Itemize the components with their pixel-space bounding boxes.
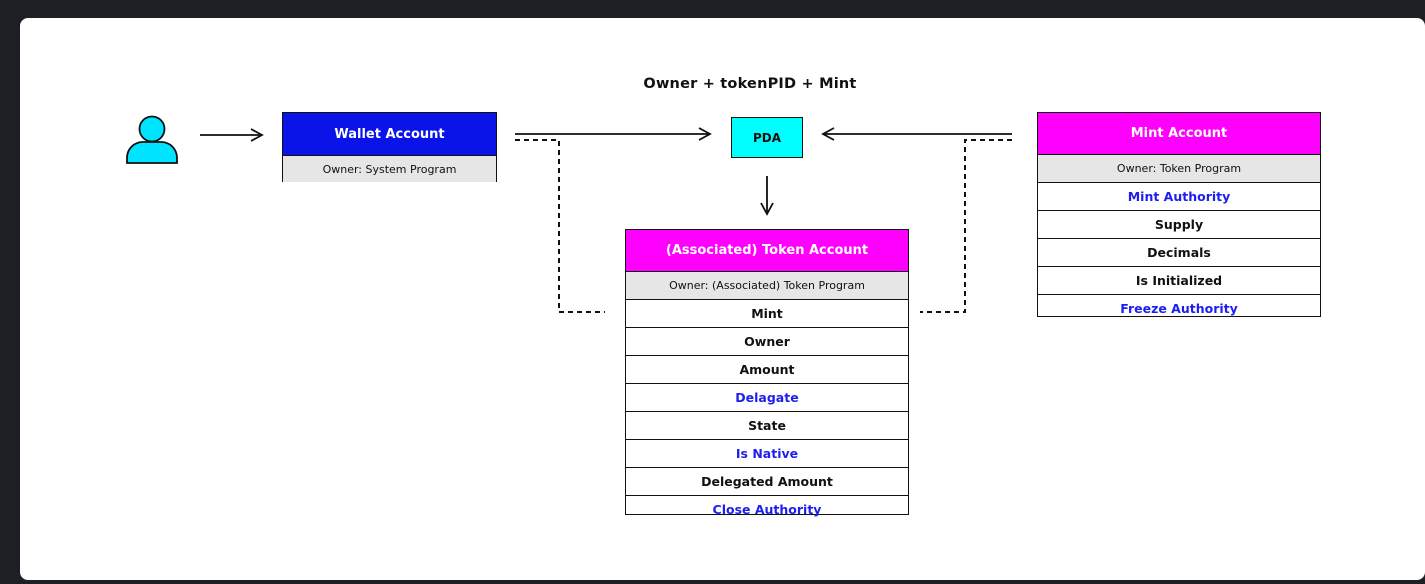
pda-box: PDA — [731, 117, 803, 158]
wallet-account-owner: Owner: System Program — [283, 156, 496, 182]
field-is-initialized: Is Initialized — [1038, 267, 1320, 295]
field-amount: Amount — [626, 356, 908, 384]
field-delegated-amount: Delegated Amount — [626, 468, 908, 496]
field-is-native: Is Native — [626, 440, 908, 468]
dashed-link-mint-token — [920, 139, 1012, 313]
field-decimals: Decimals — [1038, 239, 1320, 267]
field-state: State — [626, 412, 908, 440]
dashed-link-wallet-token — [515, 139, 605, 313]
field-close-authority: Close Authority — [712, 502, 822, 517]
wallet-account-title: Wallet Account — [283, 113, 496, 156]
token-account-box: (Associated) Token Account Owner: (Assoc… — [625, 229, 909, 517]
wallet-account-box: Wallet Account Owner: System Program — [282, 112, 497, 182]
token-account-title: (Associated) Token Account — [626, 230, 908, 272]
pda-derivation-caption: Owner + tokenPID + Mint — [643, 76, 857, 92]
field-supply: Supply — [1038, 211, 1320, 239]
field-mint: Mint — [626, 300, 908, 328]
field-delagate: Delagate — [626, 384, 908, 412]
mint-account-owner: Owner: Token Program — [1038, 155, 1320, 183]
token-account-owner: Owner: (Associated) Token Program — [626, 272, 908, 300]
user-icon — [126, 115, 178, 164]
field-freeze-authority: Freeze Authority — [1120, 301, 1238, 316]
field-owner: Owner — [626, 328, 908, 356]
mint-account-title: Mint Account — [1038, 113, 1320, 155]
field-mint-authority: Mint Authority — [1038, 183, 1320, 211]
mint-account-box: Mint Account Owner: Token Program Mint A… — [1037, 112, 1321, 317]
